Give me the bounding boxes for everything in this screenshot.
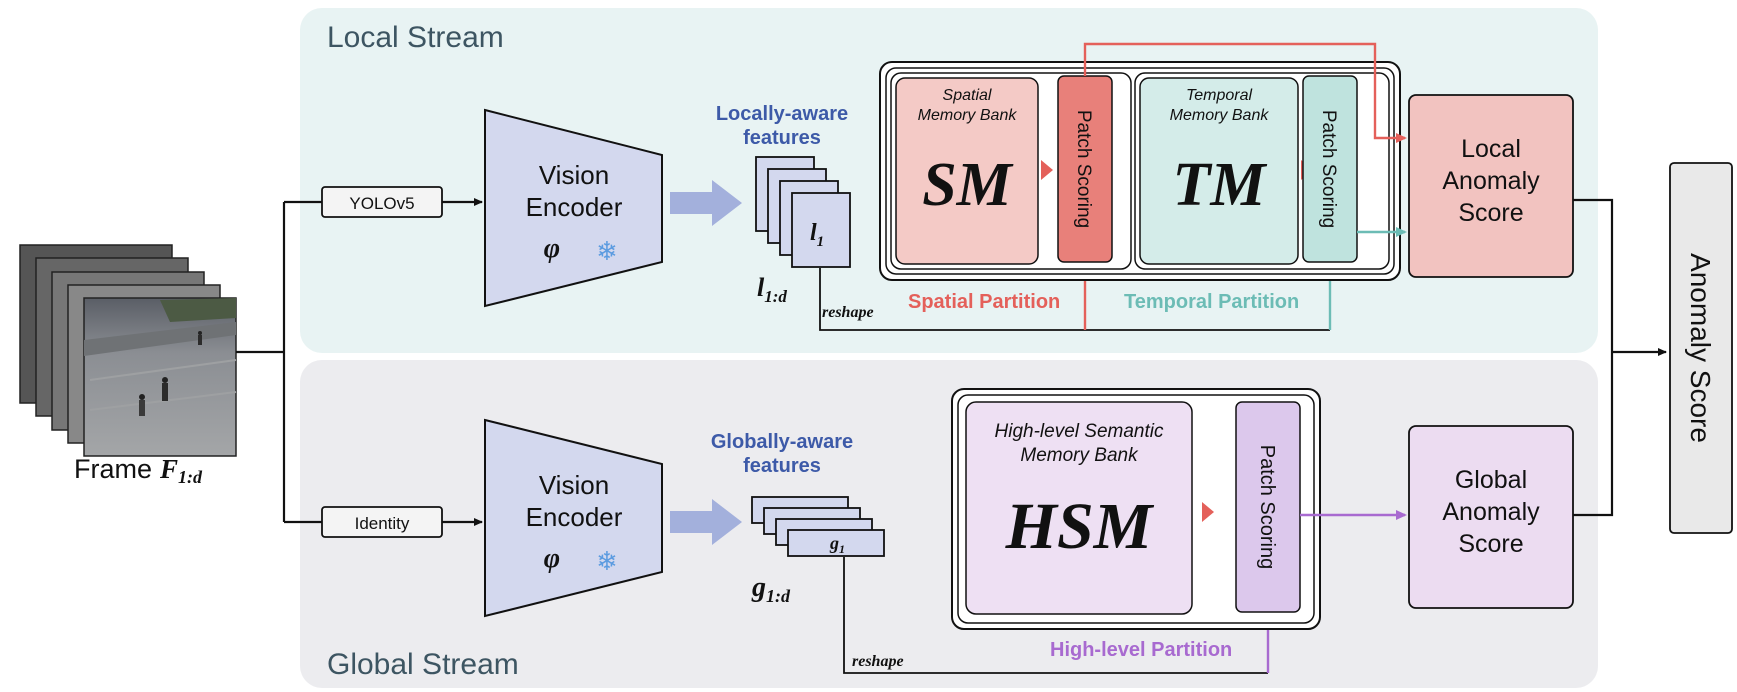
final-anomaly-score-label: Anomaly Score: [1685, 253, 1716, 443]
global-reshape-label: reshape: [852, 653, 904, 670]
global-anomaly-score-box: [1408, 425, 1574, 609]
temporal-bank-abbr: TM: [1173, 151, 1268, 219]
local-feature-top-label: l1: [810, 220, 824, 250]
temporal-block-frame: [1134, 72, 1390, 270]
yolov5-label: YOLOv5: [349, 194, 414, 213]
hsm-bank-line2: Memory Bank: [1020, 445, 1139, 466]
hsm-patch-scoring: [1235, 401, 1301, 613]
global-encoder-line1: Vision: [539, 470, 609, 500]
local-encoder-line2: Encoder: [526, 192, 623, 222]
global-memory-container-inner: [957, 394, 1315, 624]
local-anomaly-score-box: [1408, 94, 1574, 278]
hsm-patch-scoring-label: Patch Scoring: [1256, 445, 1278, 570]
output-connectors: [1573, 198, 1667, 517]
temporal-bank-line2: Memory Bank: [1170, 107, 1270, 124]
local-features-label-1: Locally-aware: [716, 103, 848, 125]
spatial-to-local-score-arrow: [1083, 42, 1407, 143]
identity-box: [321, 506, 443, 538]
local-reshape-label: reshape: [822, 304, 874, 321]
spatial-bank-line2: Memory Bank: [918, 107, 1018, 124]
local-reshape-connector: [819, 268, 1330, 331]
hsm-bank-line1: High-level Semantic: [995, 421, 1164, 442]
spatial-inner-arrow: [1041, 160, 1053, 180]
hsm-bank-abbr: HSM: [1005, 490, 1155, 563]
temporal-memory-bank: [1139, 77, 1299, 265]
local-memory-container-inner: [885, 67, 1395, 275]
global-score-line3: Score: [1458, 530, 1523, 558]
local-score-line3: Score: [1458, 199, 1523, 227]
spatial-patch-scoring-label: Patch Scoring: [1073, 110, 1094, 228]
local-encoder-phi: φ: [544, 233, 560, 264]
temporal-patch-scoring-label: Patch Scoring: [1318, 110, 1339, 228]
temporal-bank-line1: Temporal: [1186, 87, 1253, 104]
highlevel-partition-label: High-level Partition: [1050, 639, 1232, 661]
global-encoder-line2: Encoder: [526, 502, 623, 532]
spatial-block-frame: [890, 72, 1132, 270]
local-feature-stack: [755, 156, 851, 268]
global-block-arrow: [670, 499, 742, 545]
global-score-line1: Global: [1455, 466, 1527, 494]
local-score-line2: Anomaly: [1442, 167, 1540, 195]
hsm-inner-arrow: [1202, 502, 1214, 522]
local-score-line1: Local: [1461, 135, 1521, 163]
input-connectors: [236, 198, 483, 526]
local-encoder-line1: Vision: [539, 160, 609, 190]
global-snowflake-icon: ❄: [596, 546, 618, 576]
global-reshape-connector: [843, 557, 1268, 674]
global-feature-set-label: g1:d: [751, 572, 791, 606]
hsm-memory-bank: [965, 401, 1193, 615]
global-feature-top-label: g1: [829, 533, 845, 556]
global-vision-encoder: [484, 418, 663, 618]
local-feature-set-label: l1:d: [757, 273, 787, 306]
global-features-label-1: Globally-aware: [711, 431, 853, 453]
spatial-partition-label: Spatial Partition: [908, 291, 1060, 313]
input-frames: [19, 244, 237, 457]
global-features-label-2: features: [743, 455, 821, 477]
spatial-memory-bank: [895, 77, 1039, 265]
local-vision-encoder: [484, 108, 663, 308]
global-score-line2: Anomaly: [1442, 498, 1540, 526]
local-block-arrow: [670, 180, 742, 226]
identity-label: Identity: [355, 514, 410, 533]
global-feature-stack: [751, 496, 885, 557]
yolov5-box: [321, 186, 443, 218]
local-snowflake-icon: ❄: [596, 236, 618, 266]
final-anomaly-score-box: [1669, 162, 1733, 534]
local-features-label-2: features: [743, 127, 821, 149]
global-encoder-phi: φ: [544, 543, 560, 574]
spatial-bank-abbr: SM: [922, 151, 1013, 219]
global-stream-title: Global Stream: [327, 648, 519, 681]
spatial-bank-line1: Spatial: [943, 87, 992, 104]
temporal-partition-label: Temporal Partition: [1124, 291, 1299, 313]
temporal-patch-scoring: [1302, 75, 1358, 263]
local-stream-title: Local Stream: [327, 21, 504, 54]
